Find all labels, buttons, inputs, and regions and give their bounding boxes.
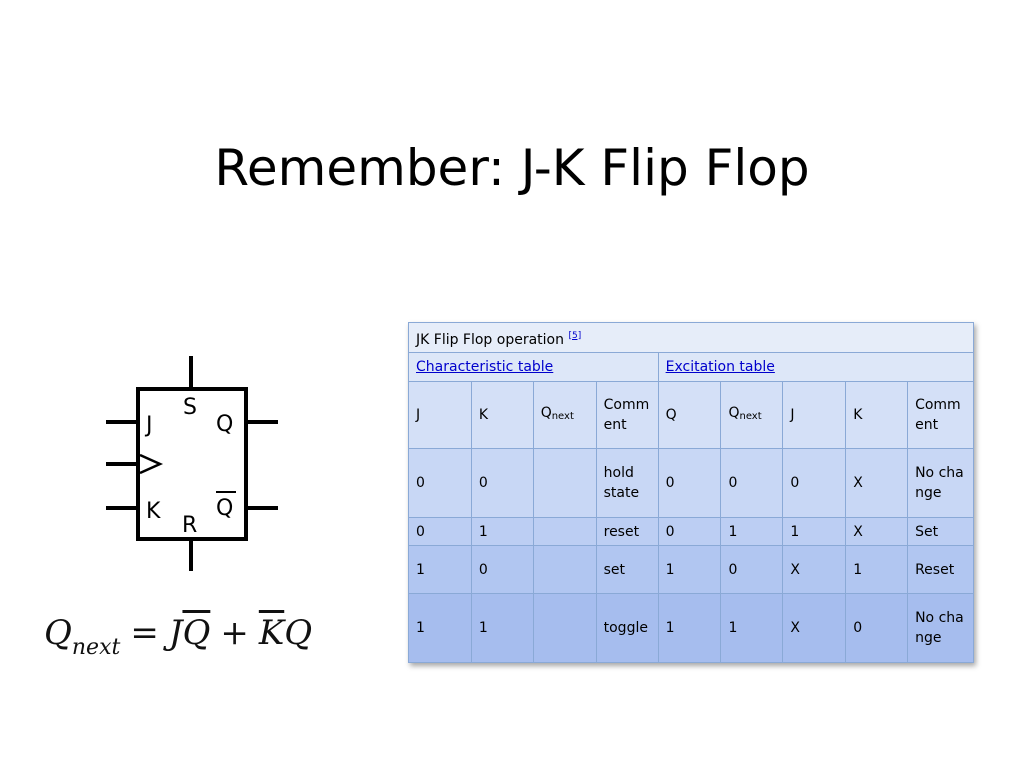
eq-k-bar: K xyxy=(258,613,285,653)
eq-q-bar: Q xyxy=(182,613,211,653)
eq-plus: + xyxy=(220,613,249,653)
cell-k: 0 xyxy=(470,448,534,518)
clock-triangle-icon xyxy=(139,453,164,475)
cell-ex-j: 1 xyxy=(782,517,847,546)
cell-ex-comment: No change xyxy=(907,448,974,518)
cell-comment: hold state xyxy=(595,448,659,518)
table-subheading-row: Characteristic table Excitation table xyxy=(408,352,975,382)
cell-j: 1 xyxy=(408,593,472,663)
cell-k: 1 xyxy=(470,517,534,546)
s-label: S xyxy=(183,395,197,420)
eq-j: J xyxy=(168,613,183,653)
header-ex-qnext: Qnext xyxy=(720,381,784,449)
cell-ex-comment: Reset xyxy=(907,545,974,594)
cell-ex-k: 0 xyxy=(845,593,909,663)
cell-ex-j: 0 xyxy=(782,448,847,518)
q-label: Q xyxy=(216,412,233,437)
slide-title: Remember: J-K Flip Flop xyxy=(214,139,810,197)
jk-operation-table: JK Flip Flop operation [5] Characteristi… xyxy=(408,322,975,663)
table-row: 0 0 hold state 0 0 0 X No change xyxy=(408,448,974,518)
reference-link[interactable]: [5] xyxy=(568,330,582,341)
eq-equals: = xyxy=(130,613,159,653)
table-caption-row: JK Flip Flop operation [5] xyxy=(408,322,974,353)
table-caption: JK Flip Flop operation [5] xyxy=(408,322,974,353)
r-label: R xyxy=(182,513,197,538)
cell-j: 0 xyxy=(408,448,472,518)
eq-q: Q xyxy=(44,613,72,653)
cell-j: 0 xyxy=(408,517,472,546)
cell-k: 1 xyxy=(470,593,534,663)
cell-comment: toggle xyxy=(595,593,659,663)
header-j: J xyxy=(408,381,472,449)
cell-qnext xyxy=(532,517,597,546)
cell-comment: set xyxy=(595,545,659,594)
qbar-label: Q xyxy=(216,496,233,521)
characteristic-table-link[interactable]: Characteristic table xyxy=(416,359,554,375)
characteristic-equation: Qnext=JQ+KQ xyxy=(44,606,312,660)
characteristic-heading: Characteristic table xyxy=(408,352,659,382)
header-ex-j: J xyxy=(782,381,847,449)
excitation-heading: Excitation table xyxy=(657,352,975,382)
cell-ex-j: X xyxy=(782,593,847,663)
cell-q: 1 xyxy=(657,545,722,594)
cell-k: 0 xyxy=(470,545,534,594)
header-qnext: Qnext xyxy=(532,381,597,449)
excitation-table-link[interactable]: Excitation table xyxy=(665,359,775,375)
header-k: K xyxy=(470,381,534,449)
eq-q2: Q xyxy=(284,613,313,653)
j-label: J xyxy=(144,413,153,438)
caption-text: JK Flip Flop operation xyxy=(416,331,564,348)
header-comment: Comment xyxy=(595,381,659,449)
cell-ex-k: X xyxy=(845,517,909,546)
header-ex-k: K xyxy=(845,381,909,449)
cell-q: 0 xyxy=(657,517,722,546)
k-label: K xyxy=(146,499,161,524)
cell-qnext xyxy=(532,593,597,663)
header-ex-comment: Comment xyxy=(907,381,974,449)
cell-ex-comment: Set xyxy=(907,517,974,546)
table-row: 0 1 reset 0 1 1 X Set xyxy=(408,517,974,546)
eq-next-subscript: next xyxy=(71,635,121,660)
table-row: 1 0 set 1 0 X 1 Reset xyxy=(408,545,974,594)
cell-ex-j: X xyxy=(782,545,847,594)
cell-ex-k: X xyxy=(845,448,909,518)
table-row: 1 1 toggle 1 1 X 0 No change xyxy=(408,593,974,663)
cell-q: 0 xyxy=(657,448,722,518)
cell-q: 1 xyxy=(657,593,722,663)
cell-ex-qnext: 1 xyxy=(720,593,784,663)
header-q: Q xyxy=(657,381,722,449)
cell-qnext xyxy=(532,448,597,518)
table-header-row: J K Qnext Comment Q Qnext J K Comment xyxy=(408,381,974,449)
cell-j: 1 xyxy=(408,545,472,594)
cell-ex-qnext: 1 xyxy=(720,517,784,546)
cell-ex-qnext: 0 xyxy=(720,545,784,594)
cell-ex-comment: No change xyxy=(907,593,974,663)
jk-flip-flop-symbol: J K S R Q Q xyxy=(106,356,278,571)
cell-qnext xyxy=(532,545,597,594)
cell-comment: reset xyxy=(595,517,659,546)
cell-ex-qnext: 0 xyxy=(720,448,784,518)
cell-ex-k: 1 xyxy=(845,545,909,594)
